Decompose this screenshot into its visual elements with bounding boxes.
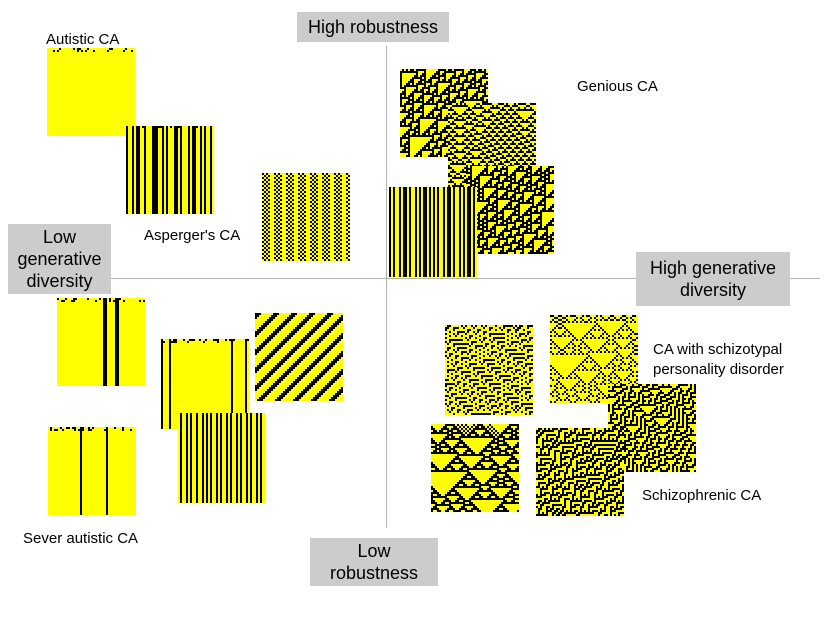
axis-label-high-robustness: High robustness [297,12,449,42]
ca-pattern-sever-autistic-1 [57,298,145,386]
ca-pattern-schizotypal-1 [445,325,533,415]
label-autistic-ca: Autistic CA [46,31,120,48]
label-schizophrenic-ca: Schizophrenic CA [642,487,762,504]
label-sever-autistic-ca: Sever autistic CA [23,530,139,547]
label-genious-ca: Genious CA [577,78,658,95]
ca-pattern-genious-3 [466,166,554,254]
ca-pattern-diagonal [255,313,343,401]
ca-pattern-schizophrenic-2 [431,424,519,512]
ca-pattern-autistic [47,48,135,136]
ca-pattern-sever-autistic-3 [178,413,266,503]
label-aspergers-ca: Asperger's CA [144,227,241,244]
label-schizotypal-ca: CA with schizotypal personality disorder [653,341,784,378]
ca-pattern-schizophrenic-3 [536,428,624,516]
ca-pattern-sever-autistic-4 [48,427,136,515]
horizontal-axis-line [30,278,820,279]
ca-pattern-asperger-stripes [126,126,214,214]
vertical-axis-line [386,46,387,528]
ca-pattern-genious-stripes [389,187,477,277]
axis-label-high-generative-diversity: High generative diversity [636,252,790,306]
ca-pattern-asperger-checker [262,173,350,261]
axis-label-low-robustness: Low robustness [310,538,438,586]
axis-label-low-generative-diversity: Low generative diversity [8,224,111,294]
